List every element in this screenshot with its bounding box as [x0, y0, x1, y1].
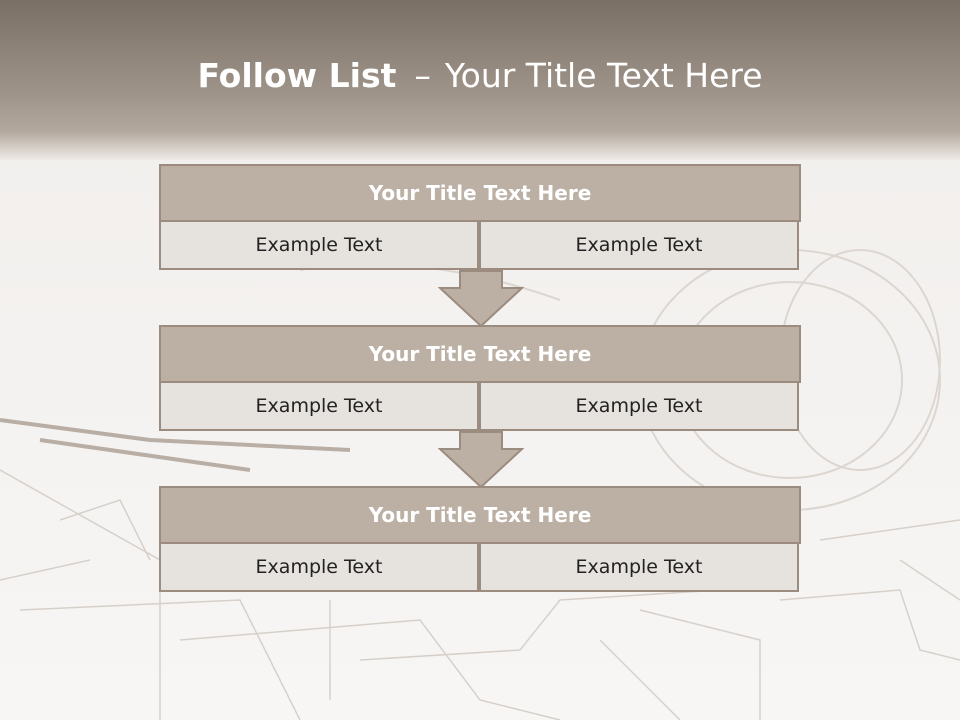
step-3-left-text: Example Text [159, 542, 479, 592]
step-box-3: Your Title Text Here Example Text Exampl… [159, 486, 801, 592]
step-box-2: Your Title Text Here Example Text Exampl… [159, 325, 801, 431]
step-3-title: Your Title Text Here [159, 486, 801, 544]
step-2-right-text: Example Text [479, 381, 799, 431]
step-3-right-text: Example Text [479, 542, 799, 592]
slide-title: Follow List–Your Title Text Here [0, 54, 960, 98]
step-1-right-text: Example Text [479, 220, 799, 270]
slide-title-bold: Follow List [197, 56, 397, 95]
down-arrow-icon-2 [438, 431, 524, 489]
down-arrow-icon-1 [438, 270, 524, 328]
step-2-left-text: Example Text [159, 381, 479, 431]
step-1-left-text: Example Text [159, 220, 479, 270]
step-1-title: Your Title Text Here [159, 164, 801, 222]
step-2-title: Your Title Text Here [159, 325, 801, 383]
slide-title-subtitle: Your Title Text Here [444, 56, 763, 95]
slide-title-separator: – [414, 56, 431, 95]
step-box-1: Your Title Text Here Example Text Exampl… [159, 164, 801, 270]
